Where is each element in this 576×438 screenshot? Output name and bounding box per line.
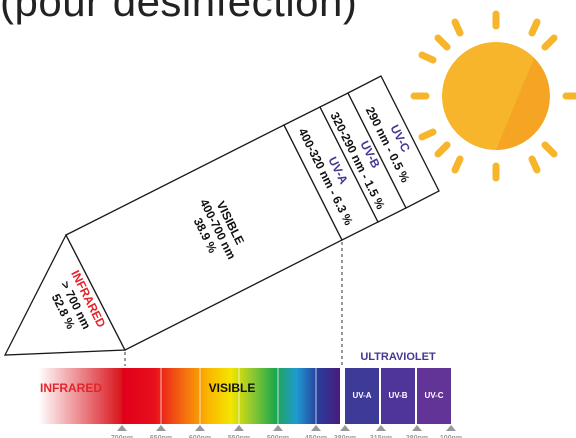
prism-uvc-section bbox=[347, 75, 440, 209]
sun-icon bbox=[410, 10, 576, 182]
spectrum-infrared-band bbox=[38, 368, 122, 424]
spectrum-uvc-label: UV-C bbox=[424, 391, 443, 400]
light-prism bbox=[3, 75, 440, 356]
spectrum-uva-band bbox=[345, 368, 379, 424]
spectrum-uva-label: UV-A bbox=[352, 391, 371, 400]
tick-label: 280nm bbox=[406, 435, 428, 438]
spectrum-bar bbox=[38, 368, 451, 424]
tick-marker bbox=[340, 425, 350, 431]
tick-marker bbox=[234, 425, 244, 431]
tick-label: 600nm bbox=[189, 435, 211, 438]
spectrum-infrared-label: INFRARED bbox=[40, 381, 102, 395]
tick-label: 380nm bbox=[334, 435, 356, 438]
tick-label: 650nm bbox=[150, 435, 172, 438]
spectrum-visible-label: VISIBLE bbox=[209, 381, 256, 395]
spectrum-uvb-label: UV-B bbox=[388, 391, 407, 400]
tick-marker bbox=[195, 425, 205, 431]
tick-label: 500nm bbox=[267, 435, 289, 438]
tick-label: 315nm bbox=[370, 435, 392, 438]
tick-marker bbox=[156, 425, 166, 431]
guide-lines bbox=[124, 242, 343, 366]
spectrum-uvc-band bbox=[417, 368, 451, 424]
tick-label: 100nm bbox=[440, 435, 462, 438]
tick-marker bbox=[376, 425, 386, 431]
spectrum-uvb-band bbox=[381, 368, 415, 424]
spectrum-ultraviolet-label: ULTRAVIOLET bbox=[360, 351, 436, 363]
tick-label: 450nm bbox=[305, 435, 327, 438]
tick-marker bbox=[446, 425, 456, 431]
tick-label: 550nm bbox=[228, 435, 250, 438]
tick-marker bbox=[412, 425, 422, 431]
spectrum-visible-band bbox=[122, 368, 340, 424]
tick-marker bbox=[117, 425, 127, 431]
tick-marker bbox=[273, 425, 283, 431]
page-heading: (pour désinfection) bbox=[0, 0, 358, 25]
wavelength-ticks bbox=[117, 425, 456, 431]
tick-marker bbox=[311, 425, 321, 431]
